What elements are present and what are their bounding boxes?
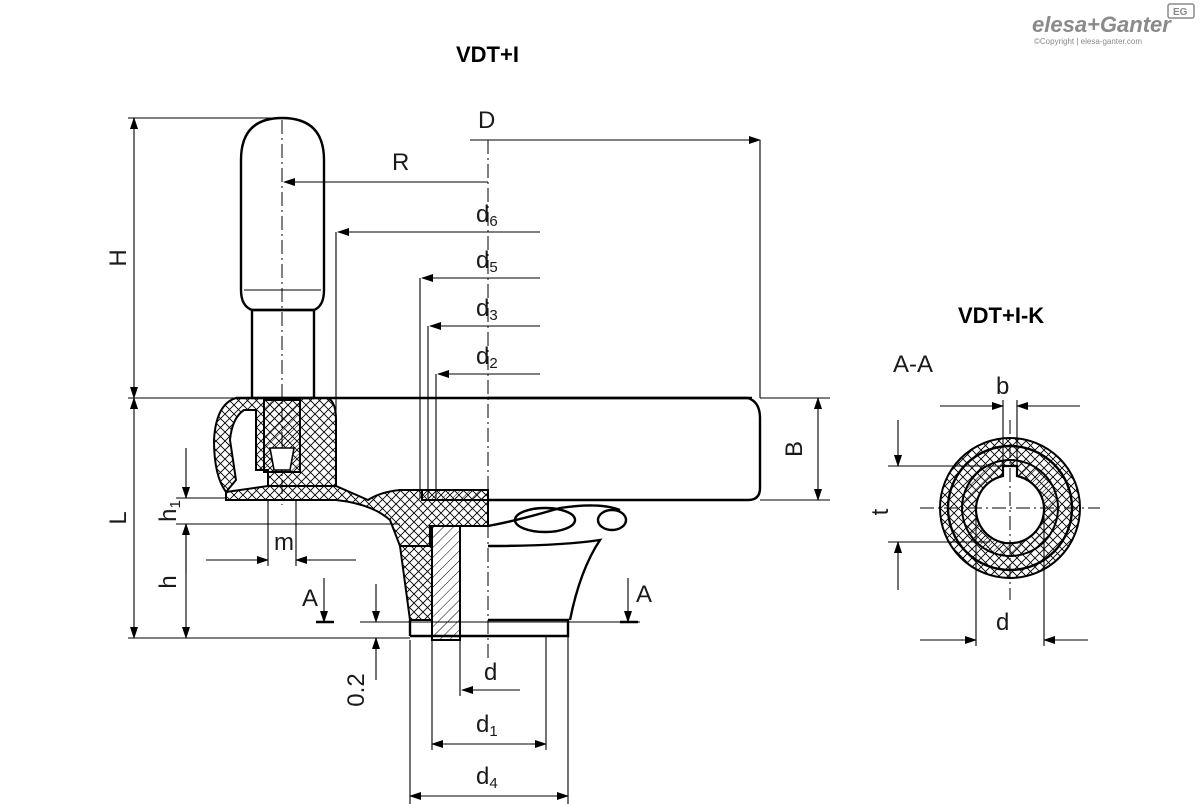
section-A-A-view: b t d [867,373,1100,646]
hub-right [488,618,570,638]
spoke-curve-lower [487,538,603,621]
label-d3: d3 [476,295,498,324]
spoke-hole-2 [596,508,628,532]
set-screw [269,447,295,471]
label-R: R [392,149,409,176]
brand-logo: elesa+Ganter EG ©Copyright | elesa-gante… [1032,3,1195,46]
label-b: b [996,373,1009,400]
rim-right [488,396,762,502]
label-d6: d6 [476,201,498,230]
main-view-title: VDT+I [456,42,519,67]
label-D: D [478,107,495,134]
handwheel-main-view: D R d6 d5 d3 d2 H L B h1 [105,107,830,804]
hub-bushing [431,525,461,641]
section-mark-right: A [636,581,652,608]
hub-section [398,545,433,621]
label-t: t [867,508,894,515]
label-gap: 0.2 [343,673,370,706]
label-d2: d2 [476,343,498,372]
logo-copyright: ©Copyright | elesa-ganter.com [1034,37,1142,46]
keyed-view-title: VDT+I-K [958,303,1044,328]
section-view-label: A-A [893,351,933,378]
section-mark-left: A [302,585,318,612]
label-d1: d1 [476,711,498,740]
label-h: h [155,575,182,588]
logo-text: elesa+Ganter [1032,12,1172,37]
label-d: d [484,659,497,686]
bushing-flange [421,489,489,501]
handle-grip [239,116,326,312]
spoke-curve-upper [487,504,621,528]
logo-badge: EG [1173,7,1188,18]
label-bore-d: d [996,609,1009,636]
logo-badge-frame [1167,3,1195,19]
label-H: H [105,249,132,266]
label-L: L [105,511,132,524]
spoke-hole-1 [513,506,577,534]
label-d4: d4 [476,763,498,792]
label-d5: d5 [476,247,498,276]
label-B: B [781,441,808,457]
label-m: m [274,529,294,556]
handle-shaft [250,308,316,400]
label-h1: h1 [155,500,184,522]
